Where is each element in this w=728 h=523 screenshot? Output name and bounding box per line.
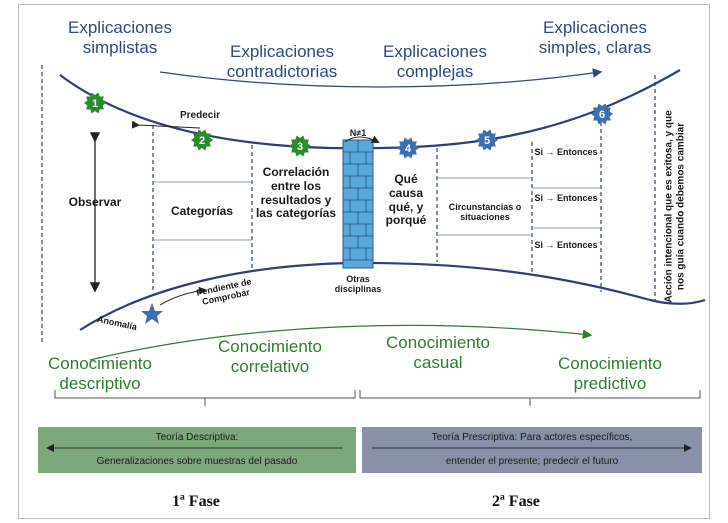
step-badge-3 [289, 135, 311, 157]
label-nsd: N≠1 [349, 128, 367, 138]
label-complejas: Explicaciones complejas [383, 42, 487, 81]
knowledge-arc-arrow [89, 324, 593, 361]
upper-curve [59, 69, 681, 150]
label-simplistas: Explicaciones simplistas [68, 18, 172, 57]
step-badge-1 [84, 92, 106, 114]
step-number-6: 6 [599, 109, 605, 121]
prescriptiva-box [362, 427, 702, 473]
label-si-entonces-3: Si → Entonces [534, 240, 598, 250]
descriptiva-box [38, 427, 356, 473]
label-observar: Observar [68, 195, 122, 209]
label-circunstancias: Circunstancias o situaciones [448, 202, 522, 223]
label-categorias: Categorías [170, 204, 234, 218]
label-contradictorias: Explicaciones contradictorias [226, 42, 338, 81]
top-arc-arrow [159, 68, 603, 88]
phase-2-label: 2ª Fase [492, 493, 540, 510]
step-badges: 1 2 3 4 5 6 [84, 92, 613, 159]
diagram-frame [18, 4, 710, 519]
step-number-4: 4 [405, 143, 412, 155]
step-number-2: 2 [199, 135, 205, 147]
predecir-arrow [131, 120, 201, 129]
label-conocimiento-correlativo: Conocimiento correlativo [218, 337, 322, 376]
anomaly-star-icon [141, 303, 163, 324]
label-conocimiento-casual: Conocimiento casual [386, 333, 490, 372]
label-claras: Explicaciones simples, claras [538, 18, 652, 57]
step-badge-6 [591, 103, 613, 125]
bracket-left [54, 390, 356, 406]
step-number-1: 1 [92, 98, 98, 110]
step-number-5: 5 [484, 135, 490, 147]
label-accion: Acción intencional que es exitosa, y que… [663, 110, 687, 303]
label-si-entonces-1: Si → Entonces [534, 147, 598, 157]
label-predecir: Predecir [179, 110, 221, 121]
descriptiva-sub: Generalizaciones sobre muestras del pasa… [96, 456, 298, 467]
descriptiva-title: Teoría Descriptiva: [155, 432, 239, 443]
label-si-entonces-2: Si → Entonces [534, 193, 598, 203]
label-otras: Otras disciplinas [334, 274, 382, 295]
label-conocimiento-predictivo: Conocimiento predictivo [558, 354, 662, 393]
brick-wall-icon [342, 139, 374, 269]
step-badge-2 [191, 129, 213, 151]
prescriptiva-title: Teoría Prescriptiva: Para actores especí… [431, 432, 633, 443]
phase-1-label: 1ª Fase [172, 493, 220, 510]
bracket-right [359, 390, 701, 406]
step-badge-5 [476, 129, 498, 151]
prescriptiva-sub: entender el presente; predecir el futuro [445, 456, 619, 467]
step-badge-4 [397, 137, 419, 159]
lower-curve [79, 261, 706, 331]
label-correlacion: Correlación entre los resultados y las c… [255, 165, 337, 221]
step-number-3: 3 [297, 141, 303, 153]
label-conocimiento-descriptivo: Conocimiento descriptivo [48, 354, 152, 393]
label-que-causa: Qué causa qué, y porqué [385, 172, 427, 228]
